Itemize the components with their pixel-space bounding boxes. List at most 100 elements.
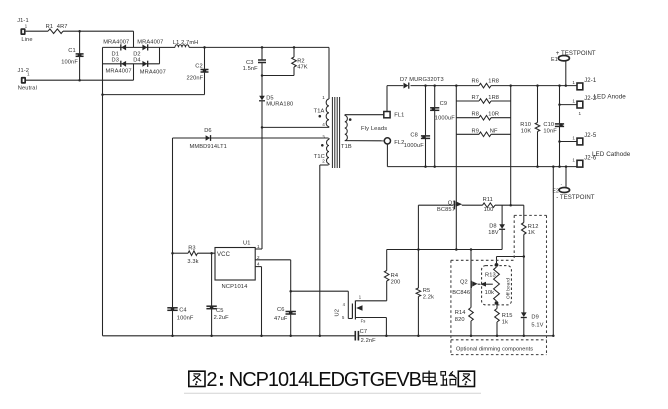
- svg-text:VCC: VCC: [217, 252, 231, 258]
- svg-text:MMBD914LT1: MMBD914LT1: [190, 144, 227, 150]
- svg-text:Q2: Q2: [460, 279, 468, 285]
- svg-text:1R8: 1R8: [488, 79, 499, 85]
- svg-text:10nF: 10nF: [543, 129, 557, 135]
- svg-text:10k: 10k: [485, 290, 495, 296]
- svg-text:10R: 10R: [488, 112, 499, 118]
- svg-text:1: 1: [257, 244, 260, 249]
- svg-text:D7 MURG320T3: D7 MURG320T3: [400, 77, 444, 83]
- svg-text:R1: R1: [46, 24, 54, 30]
- svg-text:MRA4007: MRA4007: [140, 69, 166, 75]
- svg-text:D4: D4: [133, 58, 141, 64]
- svg-text:C9: C9: [440, 101, 448, 107]
- svg-text:4: 4: [322, 122, 325, 127]
- svg-text:1K: 1K: [528, 230, 535, 236]
- svg-text:R11: R11: [483, 197, 493, 203]
- svg-text:1: 1: [322, 95, 325, 100]
- svg-text:R9: R9: [472, 128, 480, 134]
- svg-text:C2: C2: [195, 64, 203, 70]
- svg-text:2.2nF: 2.2nF: [361, 338, 377, 344]
- svg-text:1: 1: [572, 158, 575, 163]
- svg-text:2.2uF: 2.2uF: [214, 315, 230, 321]
- svg-text:MURA180: MURA180: [266, 101, 293, 107]
- svg-text:1R8: 1R8: [488, 95, 499, 101]
- svg-text:1000uF: 1000uF: [435, 115, 455, 121]
- svg-text:E1: E1: [551, 57, 558, 63]
- svg-text:C3: C3: [246, 60, 254, 66]
- svg-text:J2-6: J2-6: [584, 155, 597, 161]
- svg-text:C7: C7: [360, 329, 368, 335]
- svg-text:C4: C4: [179, 307, 187, 313]
- svg-text:10K: 10K: [521, 128, 532, 134]
- svg-text:D5: D5: [266, 96, 274, 102]
- svg-text:FL1: FL1: [394, 113, 404, 119]
- svg-text:D9: D9: [531, 314, 539, 320]
- svg-text:T1A: T1A: [314, 108, 325, 114]
- svg-text:R10: R10: [520, 122, 531, 128]
- svg-text:820: 820: [455, 317, 465, 323]
- svg-text:2: 2: [257, 255, 260, 260]
- svg-text:Off board: Off board: [506, 278, 512, 299]
- svg-text:Optional dimming components: Optional dimming components: [456, 346, 533, 352]
- svg-text:1k: 1k: [502, 320, 508, 326]
- svg-text:1: 1: [359, 294, 362, 299]
- svg-text:U1: U1: [243, 241, 251, 247]
- svg-text:3.3k: 3.3k: [187, 259, 198, 265]
- svg-text:1: 1: [25, 23, 28, 28]
- svg-text:D3: D3: [112, 58, 120, 64]
- svg-text:5: 5: [342, 315, 345, 320]
- svg-text:T1C: T1C: [314, 154, 325, 160]
- svg-text:C1: C1: [68, 48, 76, 54]
- svg-text:1: 1: [27, 72, 30, 77]
- svg-text:R4: R4: [391, 273, 399, 279]
- svg-text:J2-2: J2-2: [584, 96, 597, 102]
- svg-text:18V: 18V: [488, 230, 499, 236]
- svg-text:MRA4007: MRA4007: [137, 40, 163, 46]
- svg-text:47K: 47K: [297, 64, 308, 70]
- svg-text:+ TESTPOINT: + TESTPOINT: [556, 50, 596, 57]
- svg-text:J1-1: J1-1: [17, 18, 29, 24]
- svg-text:U2: U2: [335, 309, 341, 317]
- svg-text:R6: R6: [472, 79, 480, 85]
- svg-text:R7: R7: [472, 95, 480, 101]
- svg-text:Q1: Q1: [448, 200, 456, 206]
- svg-text:T1B: T1B: [341, 144, 352, 150]
- svg-text:Fs: Fs: [361, 319, 366, 324]
- svg-text:R13: R13: [485, 272, 496, 278]
- svg-text:R2: R2: [297, 59, 305, 65]
- svg-text:4R7: 4R7: [57, 24, 68, 30]
- svg-text:R12: R12: [528, 224, 539, 230]
- svg-text:220nF: 220nF: [187, 76, 204, 82]
- svg-text:1: 1: [572, 80, 575, 85]
- svg-text:D1: D1: [112, 51, 120, 57]
- svg-text:J2-5: J2-5: [584, 133, 597, 139]
- svg-text:4: 4: [257, 262, 260, 267]
- svg-text:NF: NF: [490, 128, 498, 134]
- svg-text:4: 4: [343, 302, 346, 307]
- svg-text:MRA4007: MRA4007: [103, 40, 129, 46]
- svg-text:1000uF: 1000uF: [404, 143, 424, 149]
- svg-text:100nF: 100nF: [177, 316, 194, 322]
- svg-text:J2-1: J2-1: [584, 78, 597, 84]
- svg-text:MRA4007: MRA4007: [106, 69, 132, 75]
- svg-text:Fly Leads: Fly Leads: [361, 126, 387, 132]
- svg-text:1: 1: [572, 135, 575, 140]
- svg-text:D8: D8: [489, 223, 497, 229]
- svg-text:C6: C6: [277, 307, 285, 313]
- svg-text:2.2k: 2.2k: [423, 295, 434, 301]
- svg-text:R5: R5: [423, 288, 431, 294]
- svg-text:- TESTPOINT: - TESTPOINT: [556, 194, 595, 201]
- svg-text:LED Anode: LED Anode: [594, 94, 627, 101]
- svg-text:L1 2.7mH: L1 2.7mH: [173, 40, 199, 46]
- svg-text:C10: C10: [543, 122, 554, 128]
- svg-text:E2: E2: [553, 189, 559, 195]
- svg-text:2: 2: [206, 369, 217, 391]
- svg-text:-: -: [561, 181, 563, 186]
- svg-text:NCP1014: NCP1014: [222, 284, 249, 290]
- svg-text:J1-2: J1-2: [18, 68, 30, 74]
- svg-text:47uF: 47uF: [274, 316, 288, 322]
- svg-text:5.1V: 5.1V: [531, 322, 543, 328]
- svg-text:LED Cathode: LED Cathode: [592, 151, 631, 158]
- svg-text:1: 1: [572, 98, 575, 103]
- svg-text:1: 1: [579, 111, 582, 116]
- svg-text:Line: Line: [21, 37, 32, 43]
